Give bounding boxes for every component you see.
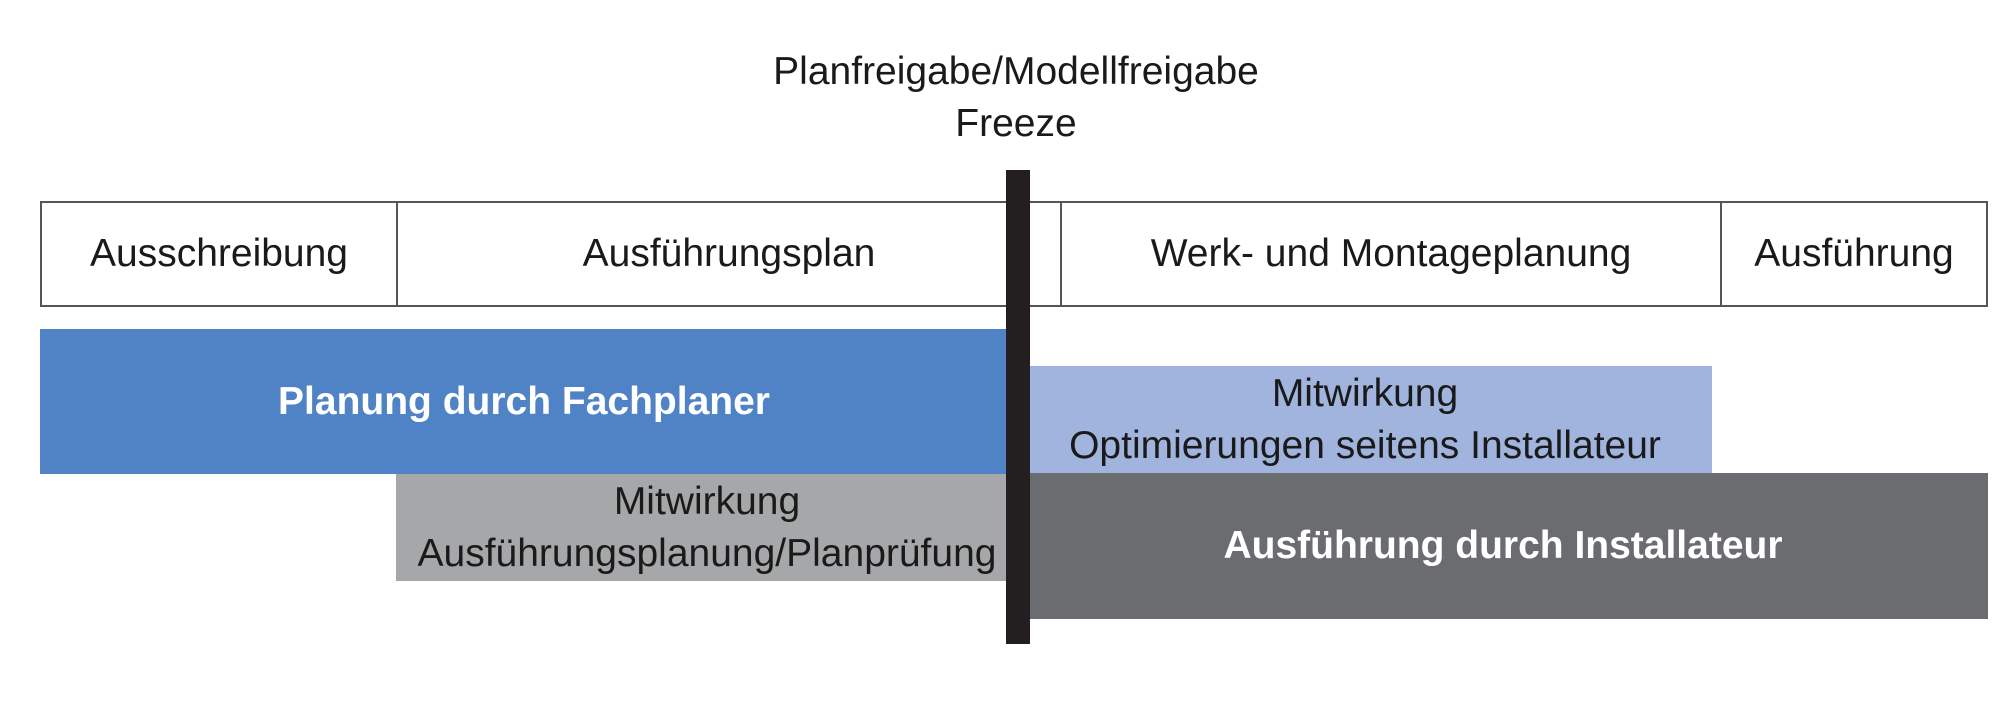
phase-werk-und-montageplanung: Werk- und Montageplanung	[1062, 203, 1722, 305]
bar-label-line1: Mitwirkung	[613, 479, 801, 523]
phase-ausfuehrungsplan: Ausführungsplan	[398, 203, 1062, 305]
phase-ausfuehrung: Ausführung	[1722, 203, 1986, 305]
phase-label: Werk- und Montageplanung	[1150, 232, 1632, 275]
milestone-title-line2: Freeze	[955, 102, 1077, 145]
milestone-title: Planfreigabe/Modellfreigabe Freeze	[700, 46, 1332, 150]
bar-label: Planung durch Fachplaner	[278, 379, 770, 423]
bar-planung-fachplaner: Planung durch Fachplaner	[40, 329, 1018, 474]
bar-mitwirkung-planpruefung: Mitwirkung Ausführungsplanung/Planprüfun…	[396, 474, 1018, 581]
phase-label: Ausschreibung	[90, 232, 348, 275]
phase-label: Ausführungsplan	[582, 232, 876, 275]
milestone-title-line1: Planfreigabe/Modellfreigabe	[773, 50, 1259, 93]
bar-ausfuehrung-installateur: Ausführung durch Installateur	[1018, 473, 1988, 619]
phase-label: Ausführung	[1754, 232, 1954, 275]
bar-label-line1: Mitwirkung	[1271, 371, 1459, 415]
bar-label: Ausführung durch Installateur	[1223, 524, 1783, 567]
bar-mitwirkung-installateur: Mitwirkung Optimierungen seitens Install…	[1018, 366, 1712, 473]
phase-ausschreibung: Ausschreibung	[42, 203, 398, 305]
bar-label-line2: Ausführungsplanung/Planprüfung	[417, 531, 997, 575]
freeze-line	[1006, 170, 1030, 644]
bar-label-line2: Optimierungen seitens Installateur	[1069, 423, 1661, 467]
